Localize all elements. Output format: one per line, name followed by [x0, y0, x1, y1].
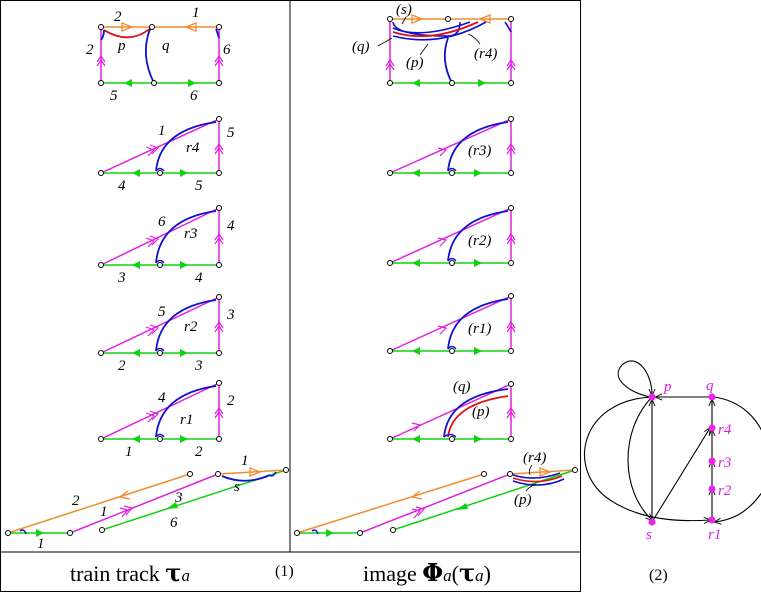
edge-label: 2 [114, 9, 122, 25]
branch-label: (s) [396, 2, 412, 18]
edge-label: 1 [37, 536, 45, 552]
left-stage-r2: 5 3 2 3 r2 [98, 294, 235, 374]
node-label-s: s [646, 527, 652, 543]
mid-top-rectangle: (s) (q) (p) (r4) [352, 2, 516, 87]
mid-stage-pair: (q) (p) [387, 379, 516, 443]
branch-label: (r4) [474, 46, 497, 62]
mid-bottom-track: (r4) (p) [294, 450, 578, 537]
edge-label: 3 [174, 490, 183, 506]
edge-label: 2 [118, 358, 126, 374]
branch-label: (p) [406, 55, 424, 71]
frame [0, 0, 581, 592]
left-stage-r1: 4 2 1 2 r1 [98, 380, 235, 460]
edge-label: 4 [195, 270, 203, 286]
left-top-rectangle: 2 1 2 6 5 6 p q [86, 5, 231, 104]
caption-text: image [363, 561, 417, 586]
node-label-q: q [706, 378, 714, 394]
tau-subscript: a [475, 566, 484, 585]
caption-image: image Φa(τa) [363, 558, 491, 587]
mid-stage-r2: (r2) [387, 205, 516, 267]
paren-close: ) [483, 561, 491, 586]
branch-label: q [162, 38, 170, 54]
branch-label: (p) [472, 404, 490, 420]
branch-label: (r3) [468, 143, 491, 159]
edge-label: 3 [194, 358, 203, 374]
edge-label: 5 [158, 304, 166, 320]
branch-label: (r4) [523, 450, 546, 466]
caption-index-1: (1) [275, 563, 294, 580]
edge-label: 5 [227, 125, 235, 141]
branch-label: r2 [184, 319, 198, 335]
branch-label: r1 [180, 412, 193, 428]
branch-label: (p) [514, 492, 532, 508]
branch-label: (q) [352, 39, 370, 55]
branch-label: (q) [453, 379, 471, 395]
branch-label: p [117, 38, 126, 54]
phi-subscript: a [443, 566, 452, 585]
left-stage-r4: 1 5 4 5 r4 [98, 116, 235, 194]
tau-symbol: τ [165, 558, 182, 587]
node-label-r4: r4 [718, 422, 732, 438]
edge-label: 1 [100, 504, 108, 520]
phi-symbol: Φ [422, 558, 444, 587]
caption-index-2: (2) [649, 567, 668, 584]
edge-label: 5 [110, 88, 118, 104]
edge-label: 3 [117, 270, 126, 286]
left-bottom-track: 2 1 1 3 6 1 s [5, 453, 289, 552]
edge-label: 6 [170, 515, 178, 531]
tau-symbol: τ [459, 558, 476, 587]
branch-label: (r2) [468, 233, 491, 249]
edge-label: 2 [195, 444, 203, 460]
edge-label: 4 [227, 218, 235, 234]
branch-label: r4 [186, 140, 200, 156]
caption-text: train track [70, 561, 160, 586]
edge-label: 6 [158, 214, 166, 230]
branch-label: (r1) [468, 321, 491, 337]
edge-label: 2 [72, 493, 80, 509]
edge-label: 4 [118, 178, 126, 194]
graph-nodes: p q r4 r3 r2 s r1 [646, 378, 732, 543]
node-label-r1: r1 [708, 527, 721, 543]
edge-label: 6 [223, 42, 231, 58]
tau-subscript: a [181, 566, 190, 585]
branch-label: r3 [184, 226, 197, 242]
node-label-r3: r3 [718, 455, 731, 471]
edge-label: 2 [227, 393, 235, 409]
transition-graph [584, 360, 761, 522]
paren-open: ( [451, 561, 459, 586]
mid-stage-r3: (r3) [387, 116, 516, 177]
edge-label: 3 [226, 307, 235, 323]
edge-label: 1 [125, 444, 133, 460]
edge-label: 4 [158, 390, 166, 406]
edge-label: 1 [158, 123, 166, 139]
edge-label: 1 [241, 453, 249, 469]
caption-train-track: train track τa [70, 558, 190, 587]
node-label-p: p [663, 379, 672, 395]
left-stage-r3: 6 4 3 4 r3 [98, 205, 235, 286]
edge-label: 6 [190, 88, 198, 104]
edge-label: 1 [192, 5, 200, 21]
edge-label: 5 [195, 178, 203, 194]
node-label-r2: r2 [718, 483, 732, 499]
branch-label: s [234, 479, 240, 495]
edge-label: 2 [86, 42, 94, 58]
mid-stage-r1: (r1) [387, 293, 516, 355]
